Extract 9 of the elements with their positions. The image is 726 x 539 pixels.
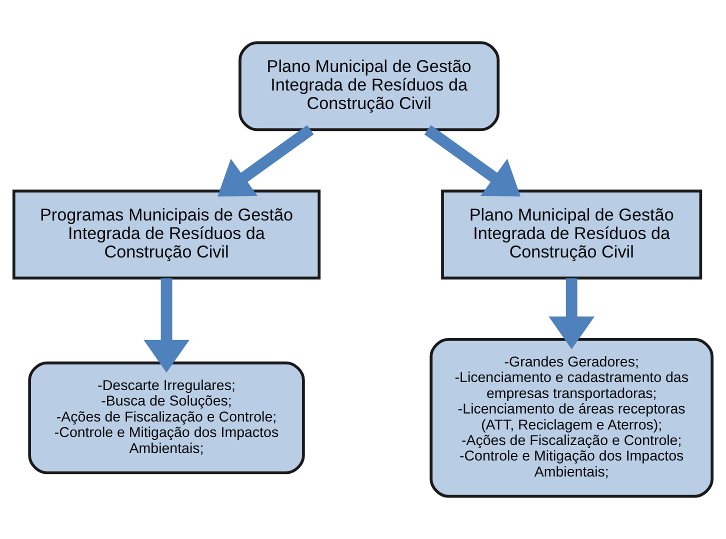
node-box: Programas Municipais de Gestão Integrada de Resíduos da Construção Civil <box>12 190 321 280</box>
node-box: Plano Municipal de Gestão Integrada de Resíduos da Construção Civil <box>238 41 500 132</box>
arrow <box>218 125 314 196</box>
arrow <box>424 125 521 196</box>
node-box: -Descarte Irregulares; -Busca de Soluções; -Ações de Fiscalização e Controle; -Controle e Mitigação dos Impactos Ambientais; <box>28 362 305 474</box>
arrow <box>548 278 595 350</box>
node-box: -Grandes Geradores; -Licenciamento e cadastramento das empresas transportadoras; -Licenciamento de áreas receptoras (ATT, Reciclagem e Aterros); -Ações de Fiscalização e Controle; -Controle e Mitigação dos Impactos Ambientais; <box>430 338 714 498</box>
node-box: Plano Municipal de Gestão Integrada de Resíduos da Construção Civil <box>441 190 702 280</box>
arrow <box>144 278 190 373</box>
